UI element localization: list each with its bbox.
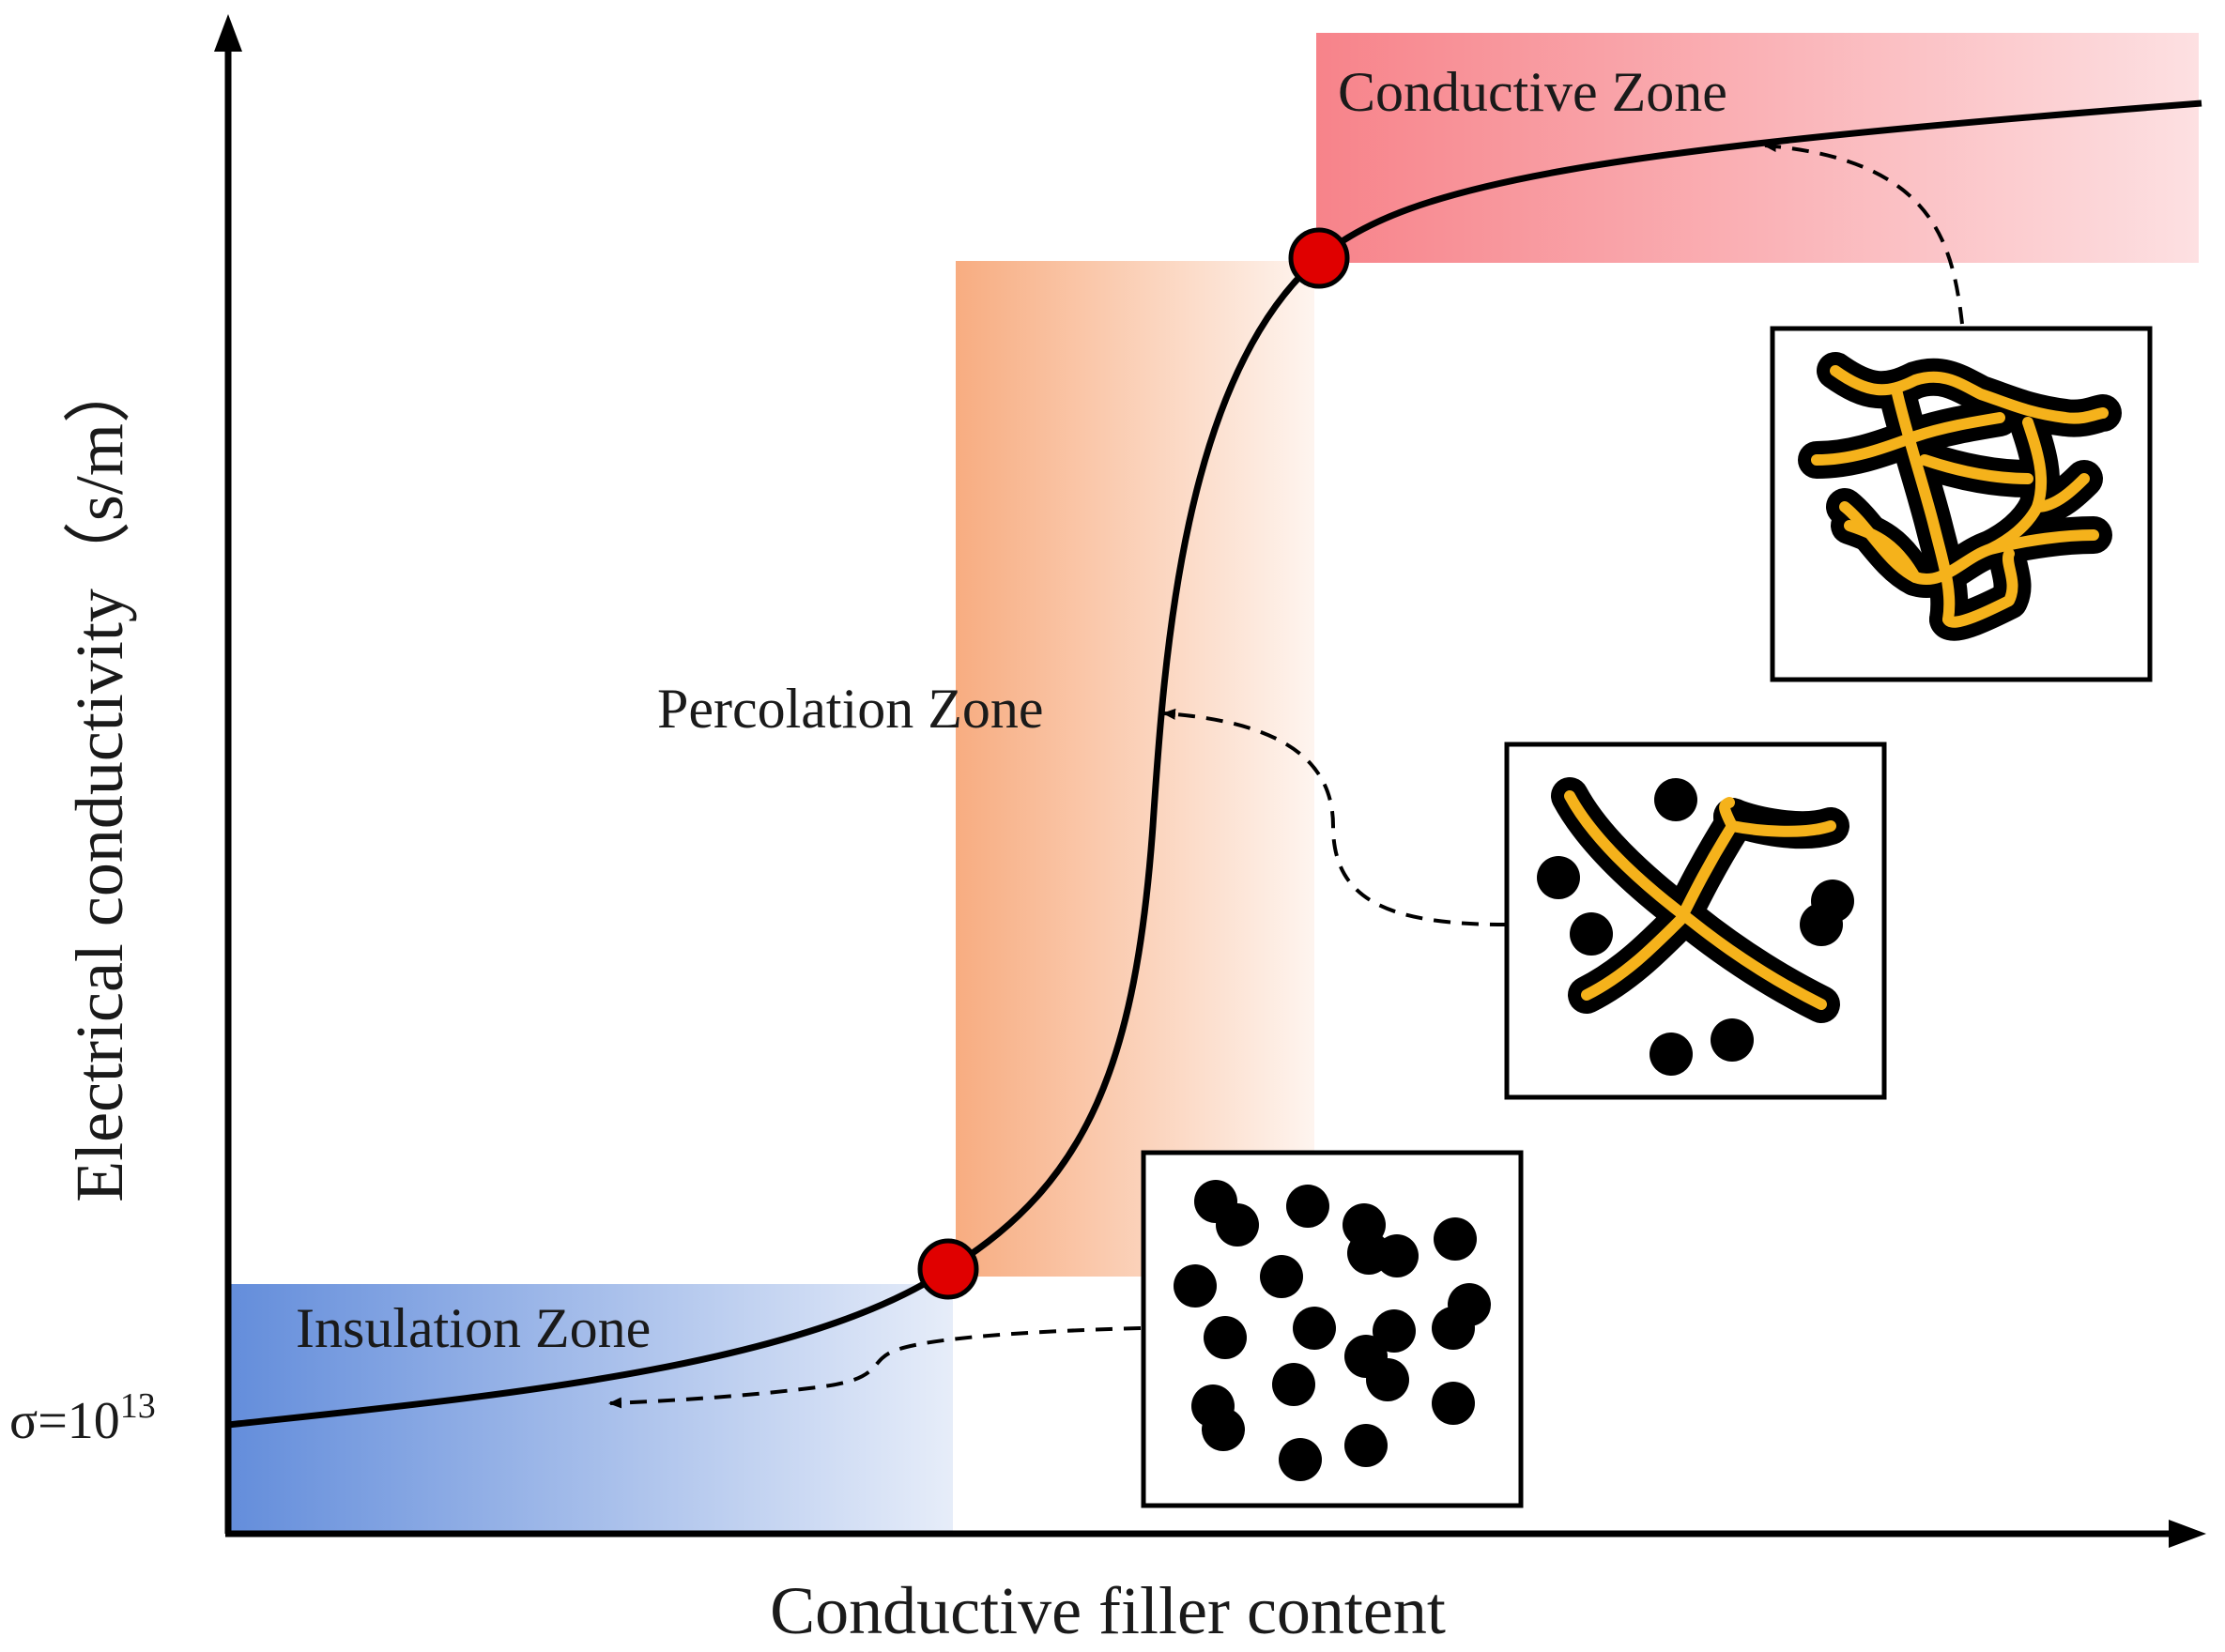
inset-partial-network xyxy=(1504,742,1887,1100)
inset-full-network xyxy=(1770,326,2153,682)
conductive-pointer-arrow xyxy=(1763,141,1964,325)
insulation-zone-label: Insulation Zone xyxy=(296,1297,651,1359)
filler-particles xyxy=(1174,1180,1491,1481)
percolation-end-point xyxy=(1288,227,1350,289)
conductive-zone-region xyxy=(1316,33,2199,263)
percolation-zone-label: Percolation Zone xyxy=(657,678,1044,740)
x-axis xyxy=(225,1520,2206,1548)
conductive-zone-label: Conductive Zone xyxy=(1338,61,1727,123)
x-axis-label: Conductive filler content xyxy=(770,1573,1446,1648)
y-axis-label: Electrical conductivity（s/m） xyxy=(62,356,137,1202)
percolation-pointer-arrow xyxy=(1162,708,1508,926)
baseline-sigma-label: σ=1013 xyxy=(9,1386,156,1450)
conductivity-curve xyxy=(227,99,2202,1429)
sigma-prefix: σ=10 xyxy=(9,1392,120,1450)
sigma-exponent: 13 xyxy=(120,1386,156,1426)
y-axis xyxy=(214,14,242,1534)
percolation-zone-region xyxy=(956,261,1314,1277)
inset-isolated-particles xyxy=(1141,1150,1524,1508)
percolation-start-point xyxy=(917,1238,979,1300)
